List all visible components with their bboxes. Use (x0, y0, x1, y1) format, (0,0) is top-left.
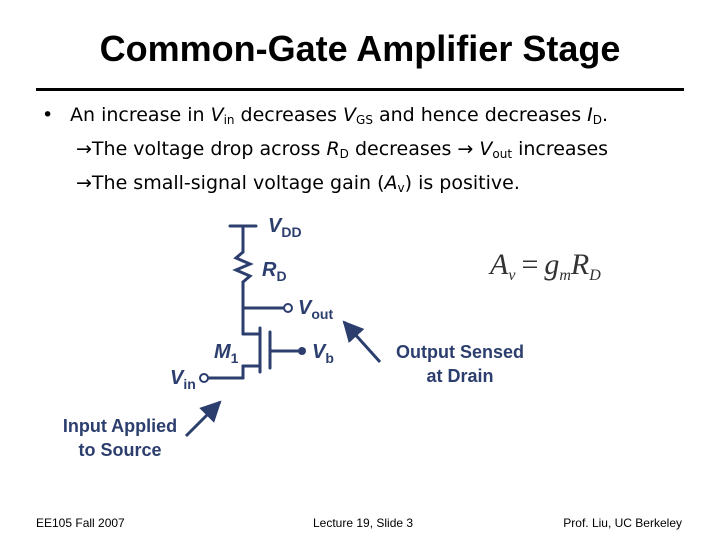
footer-course: EE105 Fall 2007 (36, 516, 125, 530)
arrow-right-icon: → (76, 138, 92, 160)
bullet-line-2: →The voltage drop across RD decreases → … (76, 138, 608, 161)
var-i: I (587, 104, 593, 126)
text: The voltage drop across (91, 138, 327, 160)
slide-title: Common-Gate Amplifier Stage (99, 28, 621, 69)
bullet-line-1: •An increase in Vin decreases VGS and he… (42, 104, 608, 127)
input-arrow (184, 400, 222, 438)
label-rd: RD (262, 259, 287, 284)
var-r: R (326, 138, 340, 160)
label-m1: M1 (214, 341, 239, 366)
var-v: V (210, 104, 224, 126)
vout-terminal (283, 303, 293, 313)
label-vout: Vout (298, 297, 333, 322)
title-divider (36, 88, 684, 91)
output-note-line2: at Drain (426, 366, 493, 386)
footer-slide-number: Lecture 19, Slide 3 (313, 516, 414, 530)
input-note-line2: to Source (78, 440, 161, 460)
text: decreases (348, 138, 458, 160)
label-vin: Vin (170, 367, 196, 392)
footer-author: Prof. Liu, UC Berkeley (563, 516, 682, 530)
gain-equation: Av=gmRD (488, 248, 601, 284)
bullet-dot: • (42, 104, 54, 126)
text: increases (512, 138, 609, 160)
sub-v: v (397, 181, 405, 195)
var-v: V (473, 138, 493, 160)
sub-out: out (492, 147, 513, 161)
text: . (602, 104, 609, 126)
vin-terminal (199, 373, 209, 383)
bullet-line-3: →The small-signal voltage gain (Av) is p… (76, 172, 520, 195)
arrow-right-icon: → (457, 138, 474, 160)
output-note-line1: Output Sensed (396, 342, 524, 362)
text: and hence decreases (372, 104, 588, 126)
resistor-rd (232, 250, 254, 284)
label-vb: Vb (312, 341, 334, 366)
input-note-line1: Input Applied (63, 416, 177, 436)
sub-in: in (223, 113, 235, 127)
text: ) is positive. (404, 172, 520, 194)
arrow-right-icon: → (76, 172, 92, 194)
var-v: V (343, 104, 357, 126)
text: The small-signal voltage gain ( (91, 172, 385, 194)
text: decreases (234, 104, 344, 126)
sub-d: D (592, 113, 603, 127)
sub-d: D (339, 147, 349, 161)
var-a: A (384, 172, 398, 194)
output-arrow (342, 320, 382, 364)
sub-gs: GS (356, 113, 373, 127)
text: An increase in (70, 104, 211, 126)
vb-node (298, 347, 306, 355)
label-vdd: VDD (268, 215, 302, 240)
